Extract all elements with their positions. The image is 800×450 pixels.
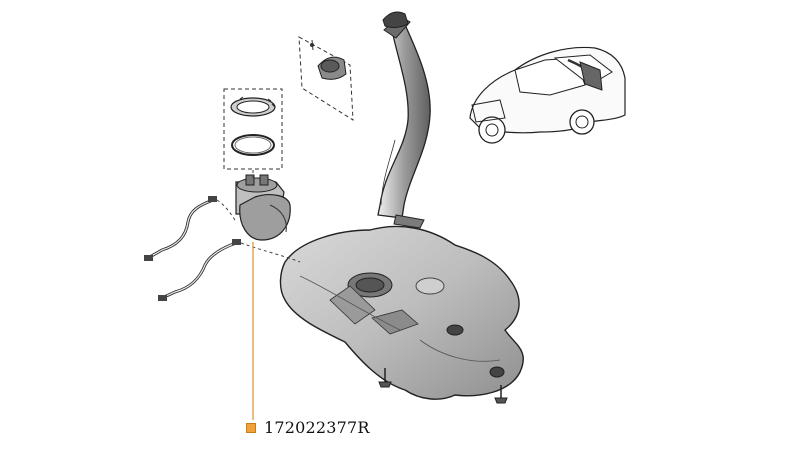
part-badge <box>246 422 256 433</box>
fuel-line-hose <box>144 196 217 261</box>
part-callout[interactable]: 172022377R <box>246 418 370 437</box>
part-number: 172022377R <box>264 418 370 437</box>
fuel-pump-module <box>235 174 291 241</box>
mounting-bolt <box>494 385 508 404</box>
fuel-line-hose <box>158 239 241 301</box>
fuel-tank <box>279 225 524 400</box>
dashed-assembly-lines <box>216 170 301 263</box>
pump-ring-detail <box>223 88 283 170</box>
filler-cap-detail <box>298 36 354 121</box>
filler-neck-pipe <box>377 11 431 229</box>
car-location-illustration <box>469 46 626 144</box>
mounting-bolt <box>378 368 392 388</box>
